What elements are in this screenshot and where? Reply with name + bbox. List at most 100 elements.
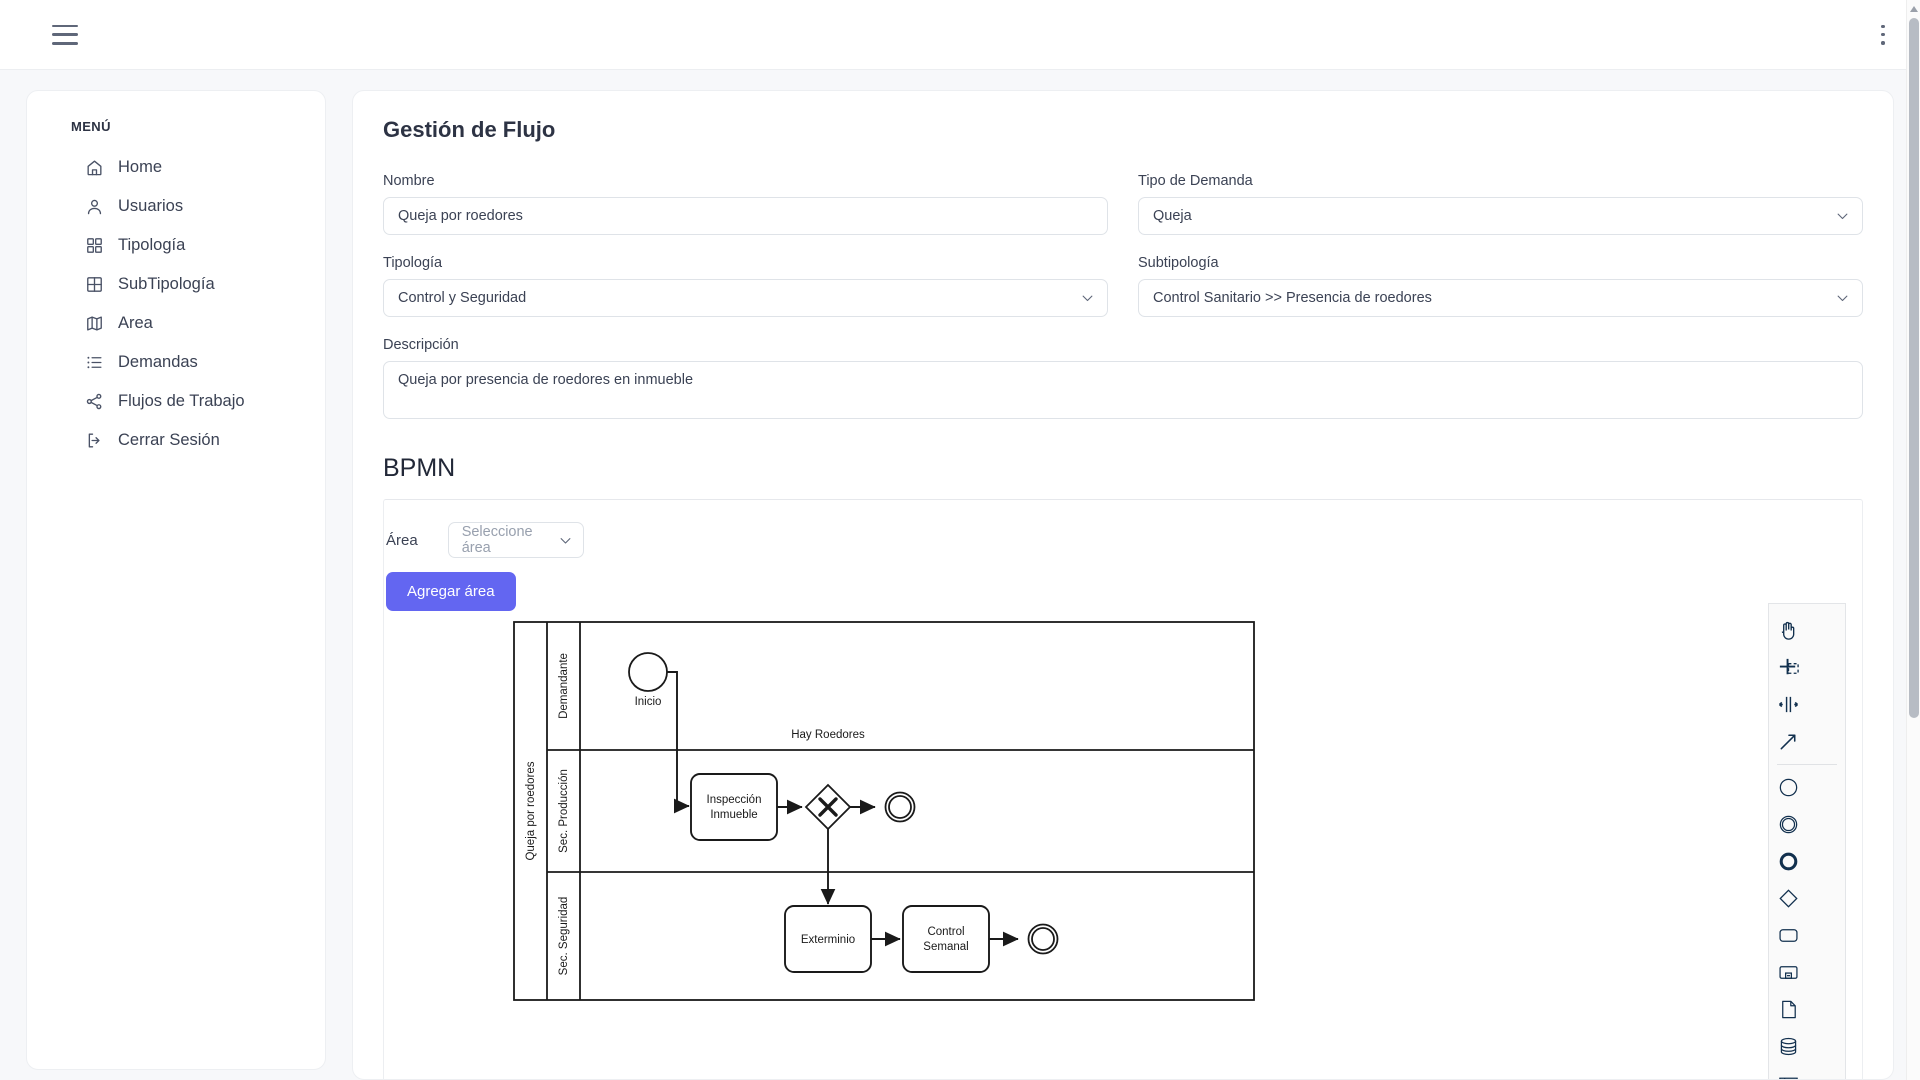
gateway-icon[interactable] xyxy=(1769,880,1808,917)
sidebar-item-label: Demandas xyxy=(118,353,198,371)
kebab-dot xyxy=(1881,32,1885,37)
sidebar-item-label: Area xyxy=(118,314,153,332)
share-nodes-icon xyxy=(85,392,104,411)
sidebar-item-label: Usuarios xyxy=(118,197,184,215)
palette-divider xyxy=(1777,764,1837,765)
sidebar-item-flujos-de-trabajo[interactable]: Flujos de Trabajo xyxy=(27,382,325,421)
nombre-input[interactable]: Queja por roedores xyxy=(383,197,1108,235)
task-icon[interactable] xyxy=(1769,917,1808,954)
label-descripcion: Descripción xyxy=(383,337,459,353)
pool-label: Queja por roedores xyxy=(525,761,537,860)
sidebar-item-home[interactable]: Home xyxy=(27,148,325,187)
main-content-card: Gestión de Flujo Nombre Queja por roedor… xyxy=(352,90,1894,1080)
bpmn-canvas[interactable]: Queja por roedores Demandante Sec. Produ… xyxy=(384,610,1862,1079)
sidebar-item-area[interactable]: Area xyxy=(27,304,325,343)
lane-label-produccion: Sec. Producción xyxy=(558,769,570,853)
tipologia-select[interactable]: Control y Seguridad xyxy=(383,279,1108,317)
data-object-icon[interactable] xyxy=(1769,991,1808,1028)
bpmn-diagram: Queja por roedores Demandante Sec. Produ… xyxy=(513,621,1255,1001)
subtipologia-value: Control Sanitario >> Presencia de roedor… xyxy=(1153,290,1432,306)
logout-icon xyxy=(85,431,104,450)
label-tipologia: Tipología xyxy=(383,255,443,271)
area-select[interactable]: Seleccione área xyxy=(447,522,584,558)
lane-label-demandante: Demandante xyxy=(558,653,570,719)
hamburger-line xyxy=(52,33,78,36)
hamburger-icon[interactable] xyxy=(52,24,78,45)
task-label-control: Control xyxy=(927,926,964,938)
task-control-semanal[interactable] xyxy=(902,905,990,973)
end-event-produccion[interactable] xyxy=(884,791,916,823)
participant-icon[interactable] xyxy=(1769,1065,1808,1079)
kebab-menu-icon[interactable] xyxy=(1872,22,1894,48)
tipo-demanda-select[interactable]: Queja xyxy=(1138,197,1863,235)
tipologia-value: Control y Seguridad xyxy=(398,290,527,306)
user-icon xyxy=(85,197,104,216)
kebab-dot xyxy=(1881,41,1885,45)
hamburger-line xyxy=(52,24,78,27)
descripcion-textarea[interactable]: Queja por presencia de roedores en inmue… xyxy=(383,361,1863,419)
sidebar-item-tipologia[interactable]: Tipología xyxy=(27,226,325,265)
field-descripcion: Descripción Queja por presencia de roedo… xyxy=(383,337,1863,424)
end-event-seguridad[interactable] xyxy=(1027,923,1059,955)
grid-icon xyxy=(85,236,104,255)
nombre-value: Queja por roedores xyxy=(398,208,523,224)
page-body: MENÚ Home Usuarios Tipología xyxy=(0,70,1920,1080)
sidebar-item-cerrar-sesion[interactable]: Cerrar Sesión xyxy=(27,421,325,460)
sidebar-item-label: Flujos de Trabajo xyxy=(118,392,245,410)
start-event-shape[interactable] xyxy=(628,652,668,692)
sidebar-item-label: Home xyxy=(118,158,163,176)
chevron-down-icon xyxy=(558,533,573,548)
task-label-exterminio: Exterminio xyxy=(801,934,855,946)
task-inspeccion-inmueble[interactable] xyxy=(690,773,778,841)
bpmn-panel: Área Seleccione área Agregar área xyxy=(383,499,1863,1079)
task-label-line2: Inmueble xyxy=(710,809,757,821)
data-store-icon[interactable] xyxy=(1769,1028,1808,1065)
gateway-label: Hay Roedores xyxy=(791,729,865,741)
start-event-icon[interactable] xyxy=(1769,769,1808,806)
top-bar xyxy=(0,0,1920,70)
intermediate-event-icon[interactable] xyxy=(1769,806,1808,843)
hand-tool-icon[interactable] xyxy=(1769,612,1808,649)
bpmn-section-title: BPMN xyxy=(383,454,456,482)
scrollbar-thumb[interactable] xyxy=(1909,18,1919,718)
scroll-up-arrow-icon[interactable] xyxy=(1909,4,1919,14)
bpmn-palette xyxy=(1768,603,1846,1079)
sidebar-item-label: Tipología xyxy=(118,236,186,254)
field-tipo-demanda: Tipo de Demanda Queja xyxy=(1138,173,1863,235)
page-scrollbar[interactable] xyxy=(1906,0,1920,1080)
add-area-button[interactable]: Agregar área xyxy=(386,572,516,611)
end-event-icon[interactable] xyxy=(1769,843,1808,880)
label-tipo-demanda: Tipo de Demanda xyxy=(1138,173,1253,189)
sidebar-item-usuarios[interactable]: Usuarios xyxy=(27,187,325,226)
start-event-label: Inicio xyxy=(635,696,662,708)
sidebar-item-label: Cerrar Sesión xyxy=(118,431,220,449)
subtipologia-select[interactable]: Control Sanitario >> Presencia de roedor… xyxy=(1138,279,1863,317)
sidebar-item-subtipologia[interactable]: SubTipología xyxy=(27,265,325,304)
space-tool-icon[interactable] xyxy=(1769,686,1808,723)
area-row: Área Seleccione área xyxy=(384,500,1862,558)
exclusive-gateway-shape[interactable] xyxy=(804,783,852,831)
lasso-tool-icon[interactable] xyxy=(1769,649,1808,686)
sidebar-item-demandas[interactable]: Demandas xyxy=(27,343,325,382)
hamburger-line xyxy=(52,42,78,45)
field-subtipologia: Subtipología Control Sanitario >> Presen… xyxy=(1138,255,1863,317)
tipo-demanda-value: Queja xyxy=(1153,208,1192,224)
sidebar-menu: Home Usuarios Tipología SubTipología xyxy=(27,148,325,460)
sidebar: MENÚ Home Usuarios Tipología xyxy=(26,90,326,1070)
sidebar-item-label: SubTipología xyxy=(118,275,215,293)
field-nombre: Nombre Queja por roedores xyxy=(383,173,1108,235)
chevron-down-icon xyxy=(1080,291,1095,306)
lane-label-seguridad: Sec. Seguridad xyxy=(558,897,570,976)
chevron-down-icon xyxy=(1835,209,1850,224)
flow-form: Nombre Queja por roedores Tipo de Demand… xyxy=(383,173,1863,424)
sequence-flow-start-to-inspection xyxy=(667,671,690,814)
list-icon xyxy=(85,353,104,372)
kebab-dot xyxy=(1881,24,1885,28)
subprocess-icon[interactable] xyxy=(1769,954,1808,991)
map-icon xyxy=(85,314,104,333)
chevron-down-icon xyxy=(1835,291,1850,306)
connect-tool-icon[interactable] xyxy=(1769,723,1808,760)
task-label-line1: Inspección xyxy=(707,794,762,806)
field-tipologia: Tipología Control y Seguridad xyxy=(383,255,1108,317)
area-label: Área xyxy=(386,531,418,549)
